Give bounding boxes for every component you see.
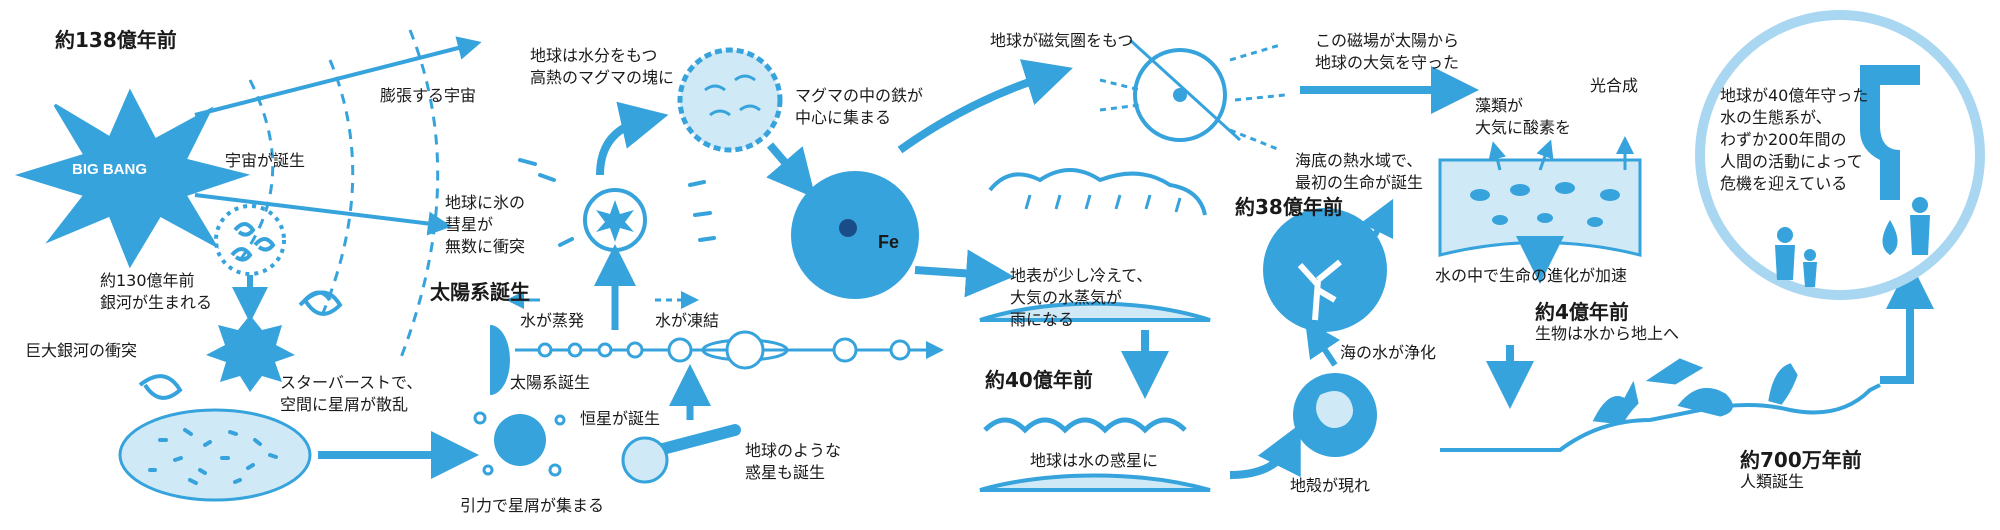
impact-star [596,200,634,242]
water-planet-hemisphere [979,473,1211,492]
label-collision: 巨大銀河の衝突 [25,341,138,360]
arrow-to-crust [1229,423,1301,479]
arrow-to-cooling [914,249,1014,298]
label-freeze: 水が凍結 [655,311,720,330]
label-magnetosphere: 地球が磁気圏をもつ [990,31,1134,50]
faucet [1860,65,1920,200]
oxygen-arrows [1488,136,1634,171]
era-solar: 太陽系誕生 [430,280,530,304]
label-solar-born: 太陽系誕生 [510,373,591,392]
land-creatures [1592,358,1798,425]
label-universe-born: 宇宙が誕生 [225,151,306,170]
crust-land [1316,391,1354,429]
label-planets-born: 地球のような 惑星も誕生 [745,441,842,482]
cooling-hemisphere [979,301,1211,322]
label-shield: この磁場が太陽から 地球の大気を守った [1315,31,1460,72]
ocean-life-globe [1263,208,1387,332]
big-bang-burst [14,88,251,269]
label-photosynthesis: 光合成 [1590,76,1639,95]
rain-streaks [1024,194,1182,213]
label-star-born: 恒星が誕生 [580,409,661,428]
starburst-shape [206,315,295,392]
protoplanet [494,414,546,466]
era-4-sub: 生物は水から地上へ [1535,324,1680,343]
label-crisis: 地球が40億年守った 水の生態系が、 わずか200年間の 人間の活動によって 危… [1720,86,1869,193]
era-40: 約40億年前 [985,368,1093,392]
era-38: 約38億年前 [1235,195,1343,219]
galaxy-swirls [138,204,343,400]
sun-half [490,325,510,395]
label-water-planet: 地球は水の惑星に [1030,451,1159,470]
solar-orbit [515,330,944,370]
water-waves [983,417,1187,434]
label-evolution: 水の中で生命の進化が加速 [1435,266,1628,285]
magnet-axis [1128,38,1242,142]
arrow-to-magnetosphere [897,59,1073,154]
expansion-arrow-bottom [194,193,452,236]
water-drop [1882,220,1898,255]
algae-dots [1470,182,1620,227]
expansion-dashed-arcs [238,29,440,361]
label-first-life: 海底の熱水域で、 最初の生命が誕生 [1295,151,1424,192]
expansion-arrow-top [194,36,482,117]
era-130: 約130億年前 銀河が生まれる [100,271,213,312]
magma-ball [677,47,783,153]
label-expanding: 膨張する宇宙 [380,86,477,105]
label-starburst: スターバーストで、 空間に星屑が散乱 [280,373,423,414]
stardust-ellipse [118,408,312,502]
label-ocean-purify: 海の水が浄化 [1340,343,1437,362]
life-tree [1297,259,1342,321]
arrow-to-iron [766,142,816,199]
era-700: 約700万年前 [1740,448,1862,472]
planet-ball [621,436,669,484]
arrow-purify [1305,320,1340,367]
land-line [1440,383,1881,452]
fe-label: Fe [878,232,900,252]
big-bang-label: BIG BANG [72,161,147,178]
people-figures [1775,197,1930,287]
rain-cloud [988,168,1207,216]
era-700-sub: 人類誕生 [1740,472,1805,491]
label-evaporate: 水が蒸発 [520,311,585,330]
era-138: 約138億年前 [55,28,177,52]
label-algae: 藻類が 大気に酸素を [1475,96,1572,137]
magnetosphere-core [1173,88,1187,102]
label-iron-center: マグマの中の鉄が 中心に集まる [795,86,924,127]
magma-texture [704,74,761,117]
comet-dashes [518,158,716,247]
arrow-to-first-life [1360,198,1394,240]
label-comets: 地球に氷の 彗星が 無数に衝突 [445,193,526,256]
iron-core [839,219,857,237]
arrow-up-to-faucet [1880,261,1934,384]
stardust-dashes [148,428,278,485]
label-cooling: 地表が少し冷えて、 大気の水蒸気が 雨になる [1010,266,1153,329]
arrow-to-magma [596,101,669,176]
solar-wind-dashes [1099,43,1286,152]
label-gravity: 引力で星屑が集まる [460,496,605,515]
debris-bits [473,411,566,477]
label-magma-ball: 地球は水分をもつ 高熱のマグマの塊に [530,46,675,87]
label-crust: 地殻が現れ [1290,476,1371,495]
era-4: 約4億年前 [1535,300,1629,324]
iron-core-planet [791,171,919,299]
